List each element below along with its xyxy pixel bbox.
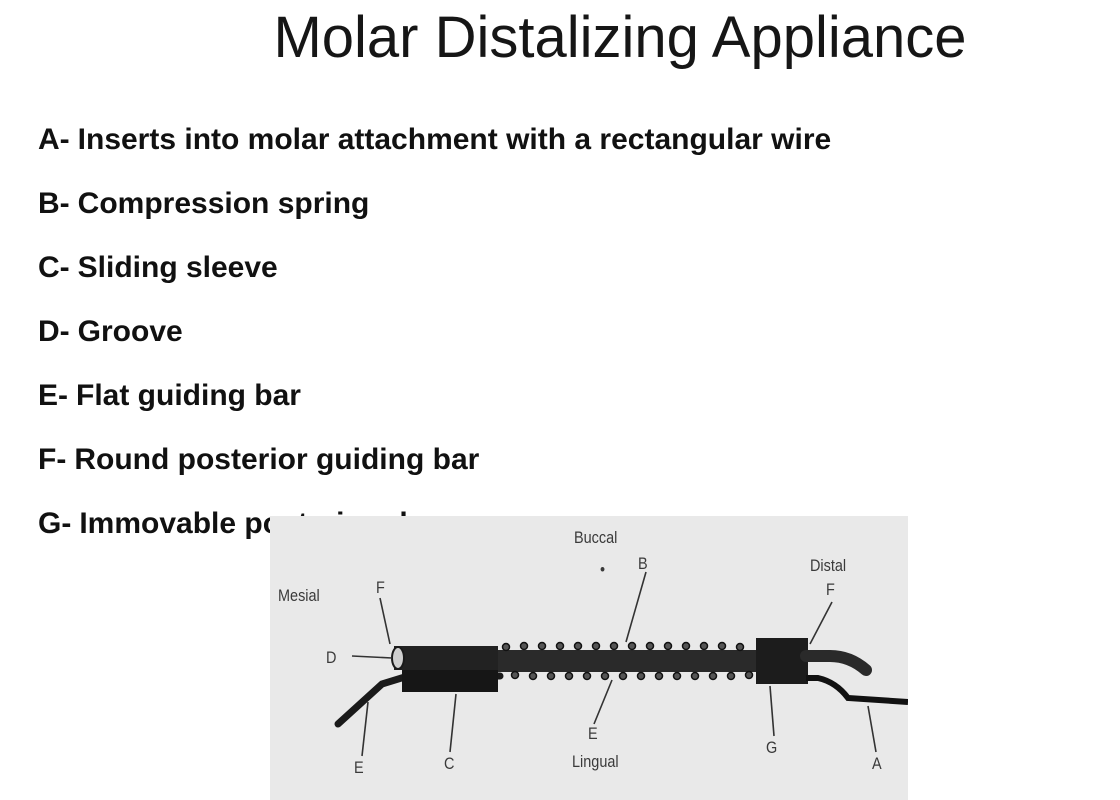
label-c: C [444, 754, 455, 773]
rectangular-wire [806, 675, 908, 705]
legend-item-d: D-Groove [38, 310, 831, 374]
legend-item-a: A-Inserts into molar attachment with a r… [38, 118, 831, 182]
legend-item-b: B-Compression spring [38, 182, 831, 246]
upper-tube [394, 646, 498, 670]
compression-spring [501, 641, 754, 681]
legend-key: G- [38, 507, 72, 540]
label-e-left: E [354, 758, 364, 777]
label-f-right: F [826, 580, 835, 599]
label-e-center: E [588, 724, 598, 743]
label-buccal: Buccal [574, 528, 618, 547]
round-guiding-bar [800, 650, 872, 676]
legend-text: Compression spring [77, 187, 370, 220]
label-dot: • [600, 560, 606, 579]
label-a: A [872, 754, 882, 773]
legend-key: F- [38, 443, 67, 476]
main-rod [498, 650, 760, 672]
legend-key: E- [38, 379, 68, 412]
legend-key: A- [38, 123, 70, 156]
label-lingual: Lingual [572, 752, 619, 771]
parts-legend: A-Inserts into molar attachment with a r… [38, 118, 831, 566]
sliding-sleeve [402, 670, 498, 692]
label-mesial: Mesial [278, 586, 320, 605]
legend-item-f: F-Round posterior guiding bar [38, 438, 831, 502]
legend-text: Sliding sleeve [77, 251, 278, 284]
legend-key: B- [38, 187, 70, 220]
posterior-sleeve [756, 638, 808, 684]
legend-text: Round posterior guiding bar [74, 443, 480, 476]
legend-item-c: C-Sliding sleeve [38, 246, 831, 310]
groove [391, 646, 405, 670]
label-f-left: F [376, 578, 385, 597]
leader-lines [351, 571, 877, 757]
legend-text: Groove [77, 315, 183, 348]
legend-text: Inserts into molar attachment with a rec… [77, 123, 832, 156]
legend-text: Flat guiding bar [76, 379, 301, 412]
label-d: D [326, 648, 337, 667]
legend-key: D- [38, 315, 70, 348]
legend-key: C- [38, 251, 70, 284]
label-b: B [638, 554, 648, 573]
appliance-drawing [334, 571, 908, 757]
label-g: G [766, 738, 778, 757]
label-distal: Distal [810, 556, 847, 575]
legend-item-e: E-Flat guiding bar [38, 374, 831, 438]
appliance-illustration: Buccal • B Distal F Mesial F D E Lingual… [270, 516, 908, 800]
slide-title: Molar Distalizing Appliance [273, 5, 967, 70]
